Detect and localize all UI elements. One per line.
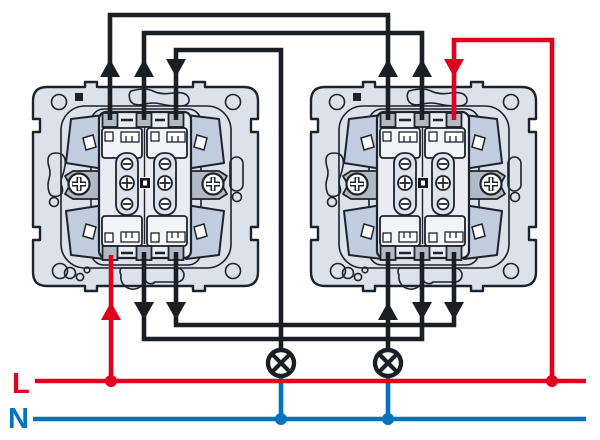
flow-arrow-down <box>166 59 186 77</box>
flow-arrow-up <box>378 302 398 320</box>
flow-arrow-down <box>166 302 186 320</box>
flow-arrow-down <box>444 302 464 320</box>
wire-line-to-right-switch <box>451 37 555 381</box>
neutral-label: N <box>8 403 29 435</box>
junction-dot <box>105 375 117 387</box>
flow-arrow-down <box>412 302 432 320</box>
wire-bottom-2 <box>173 252 457 328</box>
lamp-2 <box>372 347 404 379</box>
flow-arrow-up <box>100 59 120 77</box>
flow-arrow-up <box>378 59 398 77</box>
flow-arrow-down <box>134 302 154 320</box>
junction-dot <box>546 375 558 387</box>
flow-arrow-up <box>412 59 432 77</box>
junction-dot <box>382 413 394 425</box>
flow-arrow-up <box>101 302 121 320</box>
junction-dot <box>275 413 287 425</box>
wire-lamp1-feed <box>173 47 284 352</box>
lamp-1 <box>265 347 297 379</box>
line-label: L <box>12 368 30 400</box>
lamp-cross <box>377 352 399 374</box>
wire-bottom-1 <box>141 252 425 342</box>
flow-arrow-down <box>444 59 464 77</box>
flow-arrow-up <box>134 59 154 77</box>
lamp-cross <box>270 352 292 374</box>
